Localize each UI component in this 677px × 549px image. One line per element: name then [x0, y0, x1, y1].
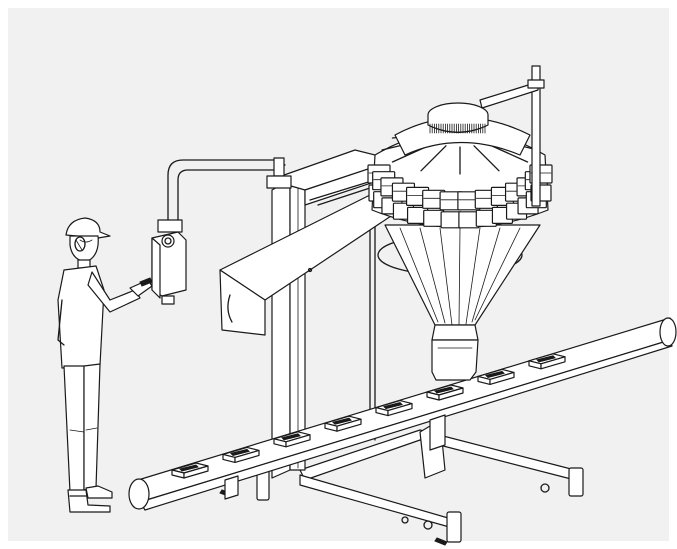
product-tray: [324, 415, 362, 432]
operator-figure: [57, 217, 153, 513]
feed-pan-edge: [473, 145, 500, 172]
product-tray: [477, 368, 515, 385]
conveyor-end-roller-left: [128, 478, 150, 510]
feed-pipe: [479, 65, 545, 207]
tray-row: [171, 353, 566, 479]
arm-joint: [157, 219, 183, 233]
foot-front: [446, 511, 462, 543]
control-arm: [157, 157, 292, 233]
product-tray: [273, 431, 311, 448]
conveyor-end-roller-right: [659, 317, 677, 347]
multihead-weigher: [367, 102, 553, 229]
operator-boot-right: [85, 485, 113, 499]
operator-leg-right: [83, 363, 101, 491]
feed-pan-edge: [420, 145, 447, 172]
foot-right: [568, 467, 584, 497]
product-tray: [426, 384, 464, 401]
conveyor-belt: [128, 317, 677, 511]
weigh-bucket: [457, 191, 481, 229]
arm-mount: [266, 175, 292, 189]
operator-cap: [65, 217, 111, 239]
operator-arm: [87, 271, 141, 313]
weigh-buckets: [367, 125, 553, 229]
feed-chute: [219, 189, 401, 336]
feed-pipe-vertical: [531, 65, 541, 207]
dispersion-disc-teeth: [429, 123, 486, 134]
discharge-chute: [431, 339, 479, 381]
illustration-background: [8, 8, 669, 541]
product-tray: [528, 353, 566, 370]
operator-leg-left: [63, 365, 85, 493]
product-tray: [375, 400, 413, 417]
product-tray: [171, 462, 209, 479]
emergency-stop-button: [161, 234, 175, 248]
control-panel: [151, 231, 187, 305]
discharge-cone: [377, 224, 541, 381]
product-tray: [222, 446, 260, 463]
